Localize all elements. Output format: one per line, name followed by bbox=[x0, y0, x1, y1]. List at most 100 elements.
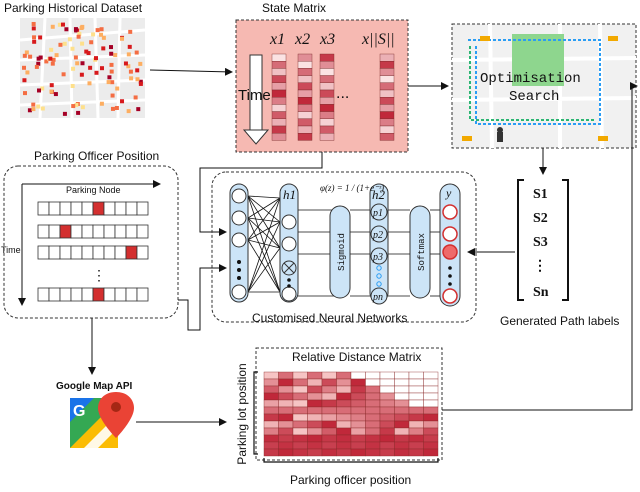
dataset-heat-dot bbox=[38, 35, 43, 40]
nn-output-node bbox=[442, 288, 458, 304]
google-maps-icon: G bbox=[70, 392, 134, 448]
dataset-heat-dot bbox=[25, 70, 30, 75]
dataset-heat-dot bbox=[80, 105, 85, 110]
dataset-heat-dot bbox=[22, 91, 27, 96]
officer-title: Parking Officer Position bbox=[34, 149, 159, 163]
dataset-heat-dot bbox=[120, 99, 125, 104]
dataset-heat-dot bbox=[53, 92, 58, 97]
dataset-heat-dot bbox=[134, 50, 139, 55]
dataset-heat-dot bbox=[126, 109, 131, 114]
rdm-cell bbox=[321, 406, 337, 415]
nn-input-node bbox=[231, 210, 247, 226]
rdm-cell bbox=[379, 406, 395, 415]
rdm-cell bbox=[278, 427, 294, 436]
rdm-cell bbox=[423, 441, 439, 450]
rdm-cell bbox=[307, 399, 323, 408]
rdm-cell bbox=[263, 385, 279, 394]
rdm-cell bbox=[394, 434, 410, 443]
rdm-cell bbox=[336, 441, 352, 450]
dataset-heat-dot bbox=[32, 39, 37, 44]
nn-edge bbox=[247, 217, 281, 223]
dataset-heat-dot bbox=[57, 22, 62, 27]
dataset-heat-dot bbox=[110, 106, 115, 111]
officer-cell bbox=[48, 245, 61, 260]
path-label-5: Sn bbox=[533, 285, 549, 300]
rdm-cell bbox=[394, 441, 410, 450]
state-matrix-cell bbox=[271, 75, 287, 83]
rdm-cell bbox=[292, 427, 308, 436]
nn-ellipsis-dot bbox=[448, 274, 452, 278]
rdm-cell bbox=[394, 406, 410, 415]
rdm-cell bbox=[408, 420, 424, 429]
nn-edge bbox=[247, 217, 281, 293]
rdm-cell bbox=[408, 399, 424, 408]
officer-cell bbox=[125, 224, 138, 239]
dataset-heat-dot bbox=[101, 35, 106, 40]
nn-p-node bbox=[370, 287, 388, 305]
path-label-1: S1 bbox=[533, 187, 548, 202]
rdm-cell bbox=[263, 406, 279, 415]
dataset-heat-dot bbox=[99, 66, 104, 71]
rdm-cell bbox=[408, 378, 424, 387]
nn-input-node bbox=[231, 188, 247, 204]
officer-cell bbox=[114, 245, 127, 260]
state-matrix-cell bbox=[271, 125, 287, 134]
nn-sigmoid-layer bbox=[329, 205, 351, 299]
dataset-heat-dot bbox=[94, 70, 99, 75]
rdm-cell bbox=[423, 371, 439, 380]
rdm-cell bbox=[350, 427, 366, 436]
rdm-cell bbox=[292, 385, 308, 394]
officer-cell bbox=[59, 245, 72, 260]
nn-ellipsis-dot bbox=[237, 268, 241, 272]
officer-cell bbox=[136, 287, 149, 302]
nn-edge bbox=[247, 247, 281, 293]
rdm-cell bbox=[292, 420, 308, 429]
rdm-cell bbox=[423, 427, 439, 436]
officer-rows-ellipsis: ⋮ bbox=[92, 267, 106, 283]
nn-edge bbox=[247, 239, 281, 293]
nn-input-node bbox=[231, 232, 247, 248]
dataset-heat-dot bbox=[71, 66, 76, 71]
dataset-heat-dot bbox=[62, 41, 67, 46]
nn-edge bbox=[247, 197, 281, 241]
rdm-cell bbox=[394, 413, 410, 422]
state-matrix-cell bbox=[379, 75, 395, 83]
officer-cell bbox=[92, 245, 105, 260]
state-matrix-cell bbox=[379, 132, 395, 141]
rdm-cell bbox=[263, 441, 279, 450]
nn-p-node bbox=[370, 203, 388, 221]
rdm-cell bbox=[263, 399, 279, 408]
dataset-heat-dot bbox=[73, 27, 78, 32]
dataset-heat-dot bbox=[119, 36, 124, 41]
rdm-title: Relative Distance Matrix bbox=[292, 350, 421, 364]
dataset-heat-dot bbox=[79, 72, 84, 77]
rdm-cell bbox=[263, 378, 279, 387]
rdm-cell bbox=[321, 427, 337, 436]
dataset-heat-dot bbox=[138, 79, 143, 84]
officer-cell bbox=[136, 224, 149, 239]
officer-cell bbox=[81, 245, 94, 260]
nn-dropout-node bbox=[283, 262, 295, 274]
rdm-cell bbox=[307, 371, 323, 380]
dataset-heat-dot bbox=[128, 29, 133, 34]
dataset-heat-dot bbox=[31, 26, 36, 31]
dataset-heat-dot bbox=[28, 54, 33, 59]
rdm-cell bbox=[292, 448, 308, 457]
path-labels-bracket bbox=[517, 179, 569, 301]
svg-text:G: G bbox=[73, 403, 85, 420]
rdm-cell bbox=[292, 392, 308, 401]
state-matrix-cell bbox=[379, 96, 395, 105]
state-matrix-cell bbox=[297, 125, 313, 134]
rdm-cell bbox=[408, 434, 424, 443]
officer-cell bbox=[70, 224, 83, 239]
rdm-cell bbox=[278, 448, 294, 457]
rdm-cell bbox=[350, 413, 366, 422]
path-label-4: ⋮ bbox=[533, 259, 547, 274]
rdm-cell bbox=[365, 385, 381, 394]
state-matrix-cell bbox=[271, 118, 287, 127]
state-matrix-cell bbox=[297, 132, 313, 141]
rdm-cell bbox=[350, 399, 366, 408]
dataset-heat-dot bbox=[58, 42, 63, 47]
rdm-cell bbox=[292, 399, 308, 408]
dataset-heat-dot bbox=[86, 51, 91, 56]
